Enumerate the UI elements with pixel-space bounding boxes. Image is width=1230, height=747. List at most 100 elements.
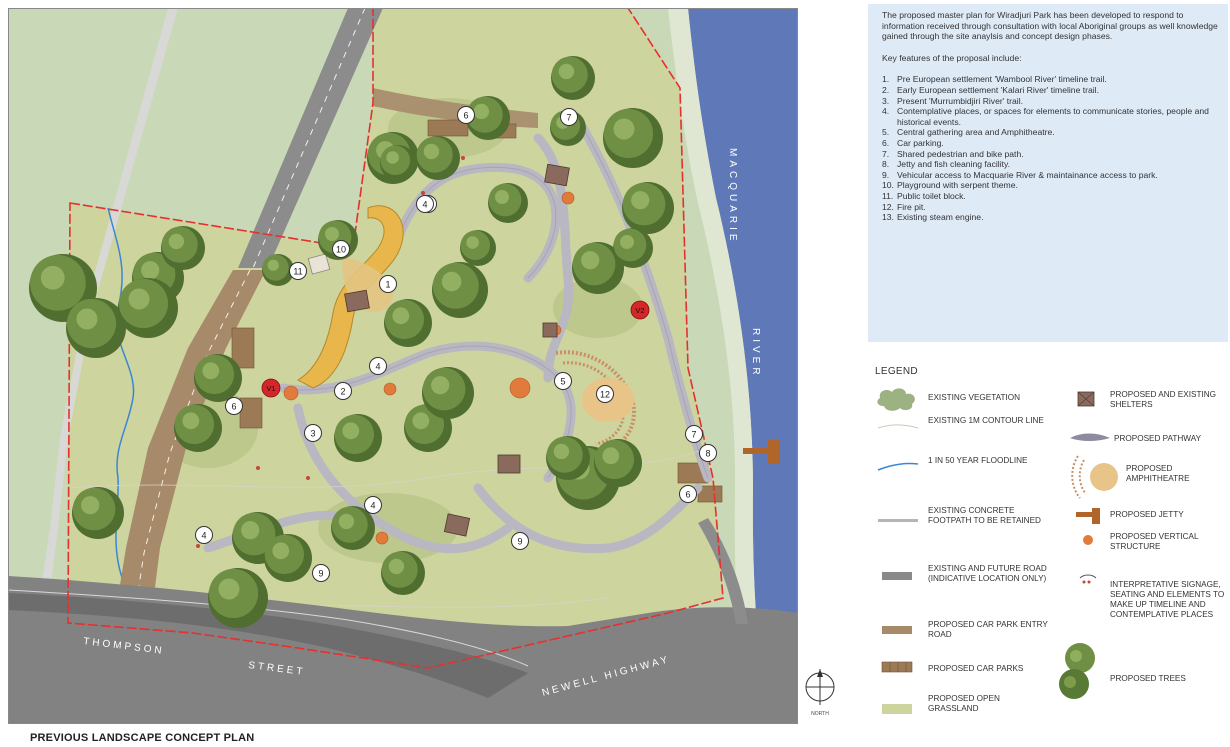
tree [118,278,178,338]
tree [488,183,528,223]
feature-item: 12.Fire pit. [882,202,1220,213]
access-marker-label: V2 [635,306,644,315]
feature-text: Existing steam engine. [897,212,984,223]
feature-number: 11. [882,190,894,201]
amphitheatre-icon [1071,455,1118,499]
tree [466,96,510,140]
macquarie-river [688,8,798,724]
feature-markers: 11234444566677899101112 [195,106,717,582]
tree [460,230,496,266]
tree-icon [1059,643,1095,699]
macquarie-label: MACQUARIE [727,148,738,245]
vertical-structure-icon [1083,535,1093,545]
feature-number: 2. [882,84,890,95]
marker-label: 11 [293,267,302,277]
feature-marker: 4 [369,357,387,375]
shelters [344,163,570,537]
feature-number: 6. [882,137,890,148]
feature-item: 1. Pre European settlement 'Wambool River… [882,74,1220,85]
tree [594,439,642,487]
feature-marker: 6 [225,397,243,415]
marker-label: 5 [560,377,565,387]
feature-text: Contemplative places, or spaces for elem… [897,106,1209,127]
tree [72,487,124,539]
legend-title: LEGEND [875,366,918,377]
feature-number: 12. [882,201,894,212]
tree [334,414,382,462]
marker-label: 4 [370,501,375,511]
marker-label: 1 [385,280,390,290]
feature-text: Public toilet block. [897,190,966,201]
feature-marker: 4 [195,526,213,544]
tree [551,56,595,100]
toilet-block [307,253,331,275]
north-road [238,8,383,268]
north-arrow-icon [805,669,835,705]
marker-label: 9 [517,537,522,547]
feature-number: 4. [882,106,890,117]
feature-number: 1. [882,74,890,85]
feature-text: Fire pit. [897,201,926,212]
signage-icon [1079,574,1097,584]
tree [380,145,416,181]
access-marker: V2 [630,300,650,320]
marker-label: 6 [463,111,468,121]
car-park-entry-road [108,270,266,658]
floodline-icon [877,462,919,471]
feature-marker: 3 [304,424,322,442]
feature-text: Playground with serpent theme. [897,180,1018,191]
marker-label: 4 [375,362,380,372]
feature-item: 5.Central gathering area and Amphitheatr… [882,127,1220,138]
feature-marker: 4 [416,195,434,213]
tree [432,262,488,318]
feature-item: 2. Early European settlement 'Kalari Rive… [882,85,1220,96]
feature-marker: 12 [596,385,614,403]
tree [384,299,432,347]
feature-marker: 8 [699,444,717,462]
feature-item: 3. Present 'Murrumbidjiri River' trail. [882,96,1220,107]
feature-item: 8.Jetty and fish cleaning facility. [882,159,1220,170]
existing-footpath [38,8,178,608]
feature-text: Present 'Murrumbidjiri River' trail. [897,95,1024,106]
marker-label: 12 [600,390,610,400]
feature-marker: 7 [685,425,703,443]
tree [331,506,375,550]
feature-item: 11.Public toilet block. [882,191,1220,202]
feature-marker: 5 [554,372,572,390]
feature-item: 6.Car parking. [882,138,1220,149]
info-panel: The proposed master plan for Wiradjuri P… [868,4,1228,342]
tree [603,108,663,168]
tree [613,228,653,268]
marker-label: 4 [201,531,206,541]
feature-text: Vehicular access to Macquarie River & ma… [897,169,1158,180]
footpath-icon [878,519,918,522]
key-features-heading: Key features of the proposal include: [882,52,1022,63]
feature-number: 9. [882,169,890,180]
marker-label: 8 [705,449,710,459]
grassland-icon [882,704,912,714]
pathway-icon [1070,433,1110,441]
marker-label: 2 [340,387,345,397]
feature-text: Pre European settlement 'Wambool River' … [897,74,1107,85]
contour-icon [877,424,919,429]
feature-text: Early European settlement 'Kalari River'… [897,84,1099,95]
feature-marker: 4 [364,496,382,514]
feature-text: Central gathering area and Amphitheatre. [897,127,1055,138]
tree [208,568,268,628]
tree [161,226,205,270]
north-arrow: NORTH [800,665,840,725]
tree [416,136,460,180]
feature-text: Shared pedestrian and bike path. [897,148,1024,159]
site-plan-svg: THOMPSON STREET NEWELL HIGHWAY MACQUARIE… [8,8,798,724]
tree [422,367,474,419]
tree [381,551,425,595]
feature-item: 4. Contemplative places, or spaces for el… [882,106,1220,127]
feature-number: 3. [882,95,890,106]
bottom-road-lane [8,593,528,698]
road-icon [882,572,912,580]
feature-number: 7. [882,148,890,159]
tree [546,436,590,480]
river-bank [668,8,768,724]
feature-marker: 9 [511,532,529,550]
site-plan-map: THOMPSON STREET NEWELL HIGHWAY MACQUARIE… [8,8,798,724]
